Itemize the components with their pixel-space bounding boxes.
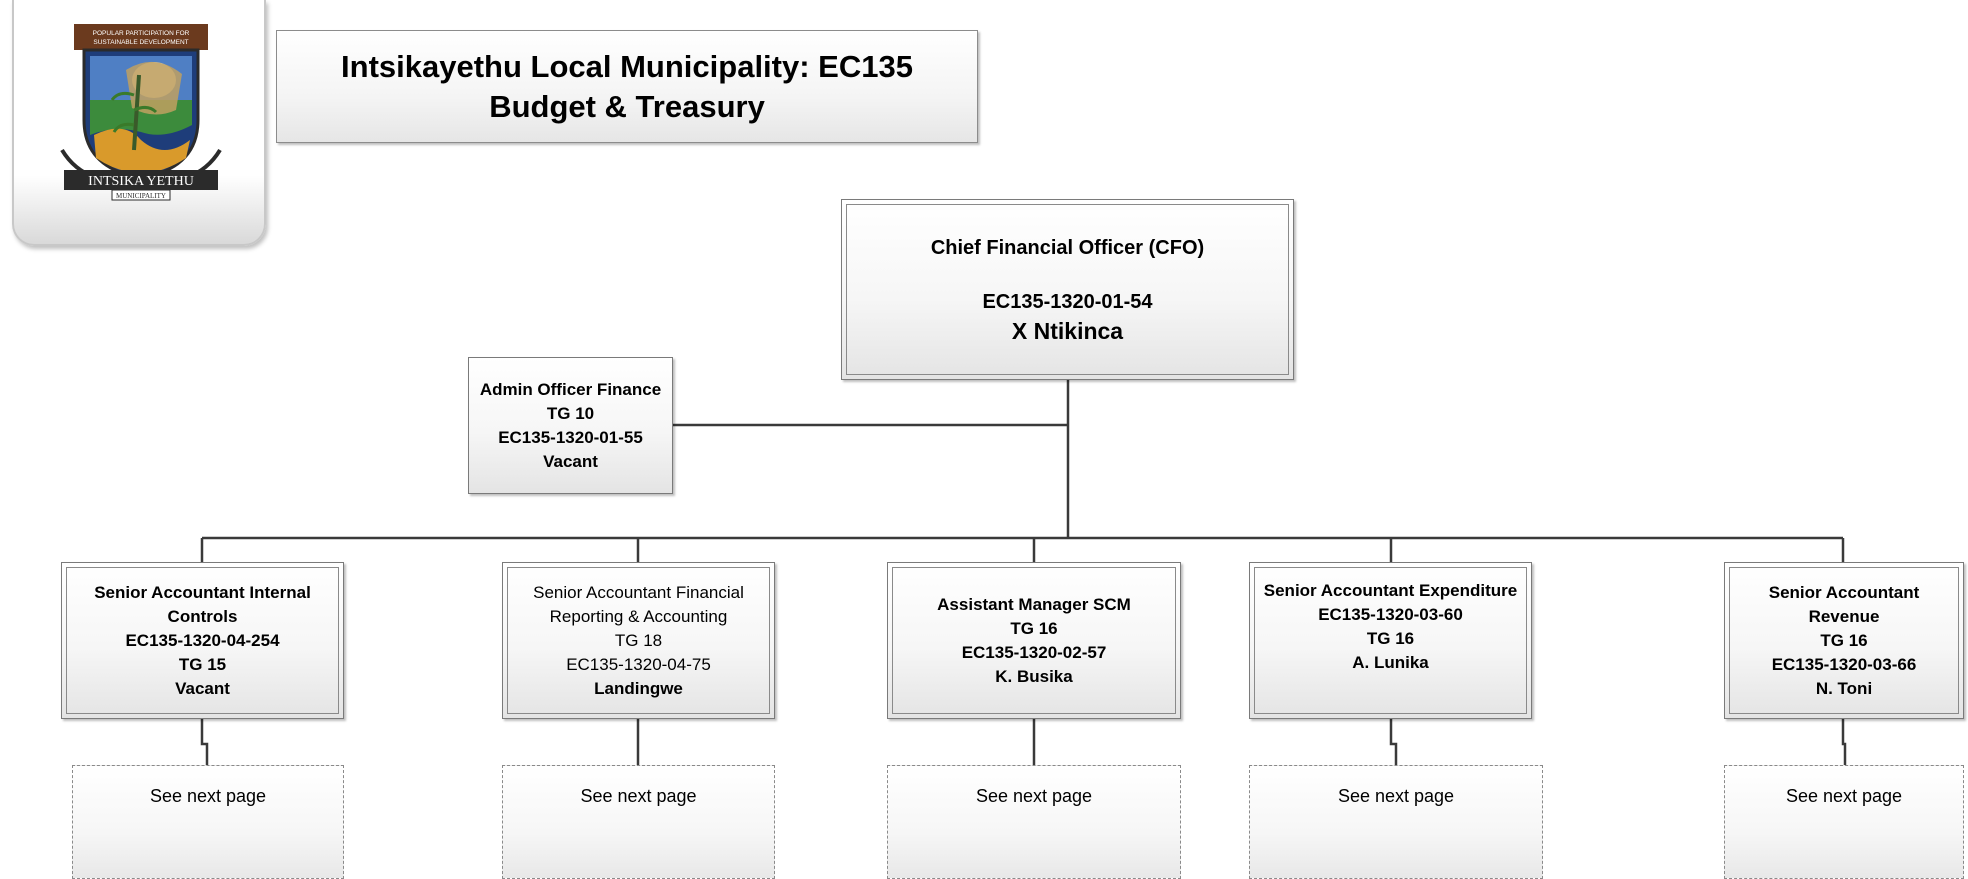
position-5-line-2: Revenue [1808, 606, 1880, 626]
next-connector-5 [1841, 719, 1847, 765]
admin-grade: TG 10 [546, 403, 595, 423]
position-3-line-3: EC135-1320-02-57 [961, 642, 1107, 662]
see-next-label-2: See next page [580, 786, 697, 806]
page-title: Intsikayethu Local Municipality: EC135 B… [276, 30, 978, 143]
logo-top-text-2: SUSTAINABLE DEVELOPMENT [93, 39, 188, 46]
municipality-logo: POPULAR PARTICIPATION FOR SUSTAINABLE DE… [12, 0, 266, 246]
see-next-page-box-5: See next page [1724, 765, 1964, 879]
position-box-scm: Assistant Manager SCM TG 16 EC135-1320-0… [887, 562, 1181, 719]
position-box-expenditure: Senior Accountant Expenditure EC135-1320… [1249, 562, 1532, 719]
cfo-code: EC135-1320-01-54 [982, 290, 1153, 313]
admin-officer-box: Admin Officer Finance TG 10 EC135-1320-0… [468, 357, 673, 494]
see-next-label-1: See next page [149, 786, 267, 806]
next-connector-4 [1389, 719, 1398, 765]
position-box-financial-reporting: Senior Accountant Financial Reporting & … [502, 562, 775, 719]
position-box-revenue: Senior Accountant Revenue TG 16 EC135-13… [1724, 562, 1964, 719]
position-5-line-1: Senior Accountant [1768, 582, 1920, 602]
position-5-line-4: EC135-1320-03-66 [1771, 654, 1917, 674]
position-2-line-3: TG 18 [614, 630, 663, 650]
position-2-line-1: Senior Accountant Financial [533, 582, 744, 602]
see-next-label-5: See next page [1785, 786, 1903, 806]
title-line-1: Intsikayethu Local Municipality: EC135 [341, 48, 913, 84]
logo-top-text-1: POPULAR PARTICIPATION FOR [93, 30, 190, 37]
admin-code: EC135-1320-01-55 [498, 427, 643, 447]
see-next-label-4: See next page [1337, 786, 1455, 806]
see-next-label-3: See next page [975, 786, 1093, 806]
position-1-line-5: Vacant [175, 678, 230, 698]
next-connector-1 [200, 719, 209, 765]
position-4-line-4: A. Lunika [1352, 653, 1429, 672]
position-4-line-1: Senior Accountant Expenditure [1263, 581, 1518, 600]
see-next-page-box-2: See next page [502, 765, 775, 879]
position-1-line-3: EC135-1320-04-254 [125, 630, 280, 650]
admin-title: Admin Officer Finance [479, 379, 662, 399]
position-3-line-1: Assistant Manager SCM [937, 594, 1131, 614]
cfo-title: Chief Financial Officer (CFO) [930, 236, 1205, 259]
position-5-line-5: N. Toni [1815, 678, 1873, 698]
position-5-line-3: TG 16 [1820, 630, 1868, 650]
position-3-line-4: K. Busika [995, 666, 1073, 686]
see-next-page-box-3: See next page [887, 765, 1181, 879]
see-next-page-box-4: See next page [1249, 765, 1543, 879]
position-2-line-4: EC135-1320-04-75 [566, 654, 711, 674]
position-3-line-2: TG 16 [1010, 618, 1058, 638]
see-next-page-box-1: See next page [72, 765, 344, 879]
position-1-line-2: Controls [167, 606, 238, 626]
admin-status: Vacant [543, 451, 598, 471]
cfo-box: Chief Financial Officer (CFO) EC135-1320… [841, 199, 1294, 380]
title-line-2: Budget & Treasury [489, 88, 765, 124]
position-box-internal-controls: Senior Accountant Internal Controls EC13… [61, 562, 344, 719]
position-1-line-1: Senior Accountant Internal [94, 582, 311, 602]
logo-sub-text: MUNICIPALITY [116, 192, 166, 200]
cfo-name: X Ntikinca [1011, 317, 1124, 344]
logo-name-text: INTSIKA YETHU [88, 174, 194, 189]
position-4-line-2: EC135-1320-03-60 [1318, 605, 1463, 624]
position-4-line-3: TG 16 [1366, 629, 1415, 648]
crest-emblem: POPULAR PARTICIPATION FOR SUSTAINABLE DE… [60, 24, 222, 201]
position-2-line-5: Landingwe [594, 678, 683, 698]
position-2-line-2: Reporting & Accounting [549, 606, 728, 626]
position-1-line-4: TG 15 [178, 654, 227, 674]
